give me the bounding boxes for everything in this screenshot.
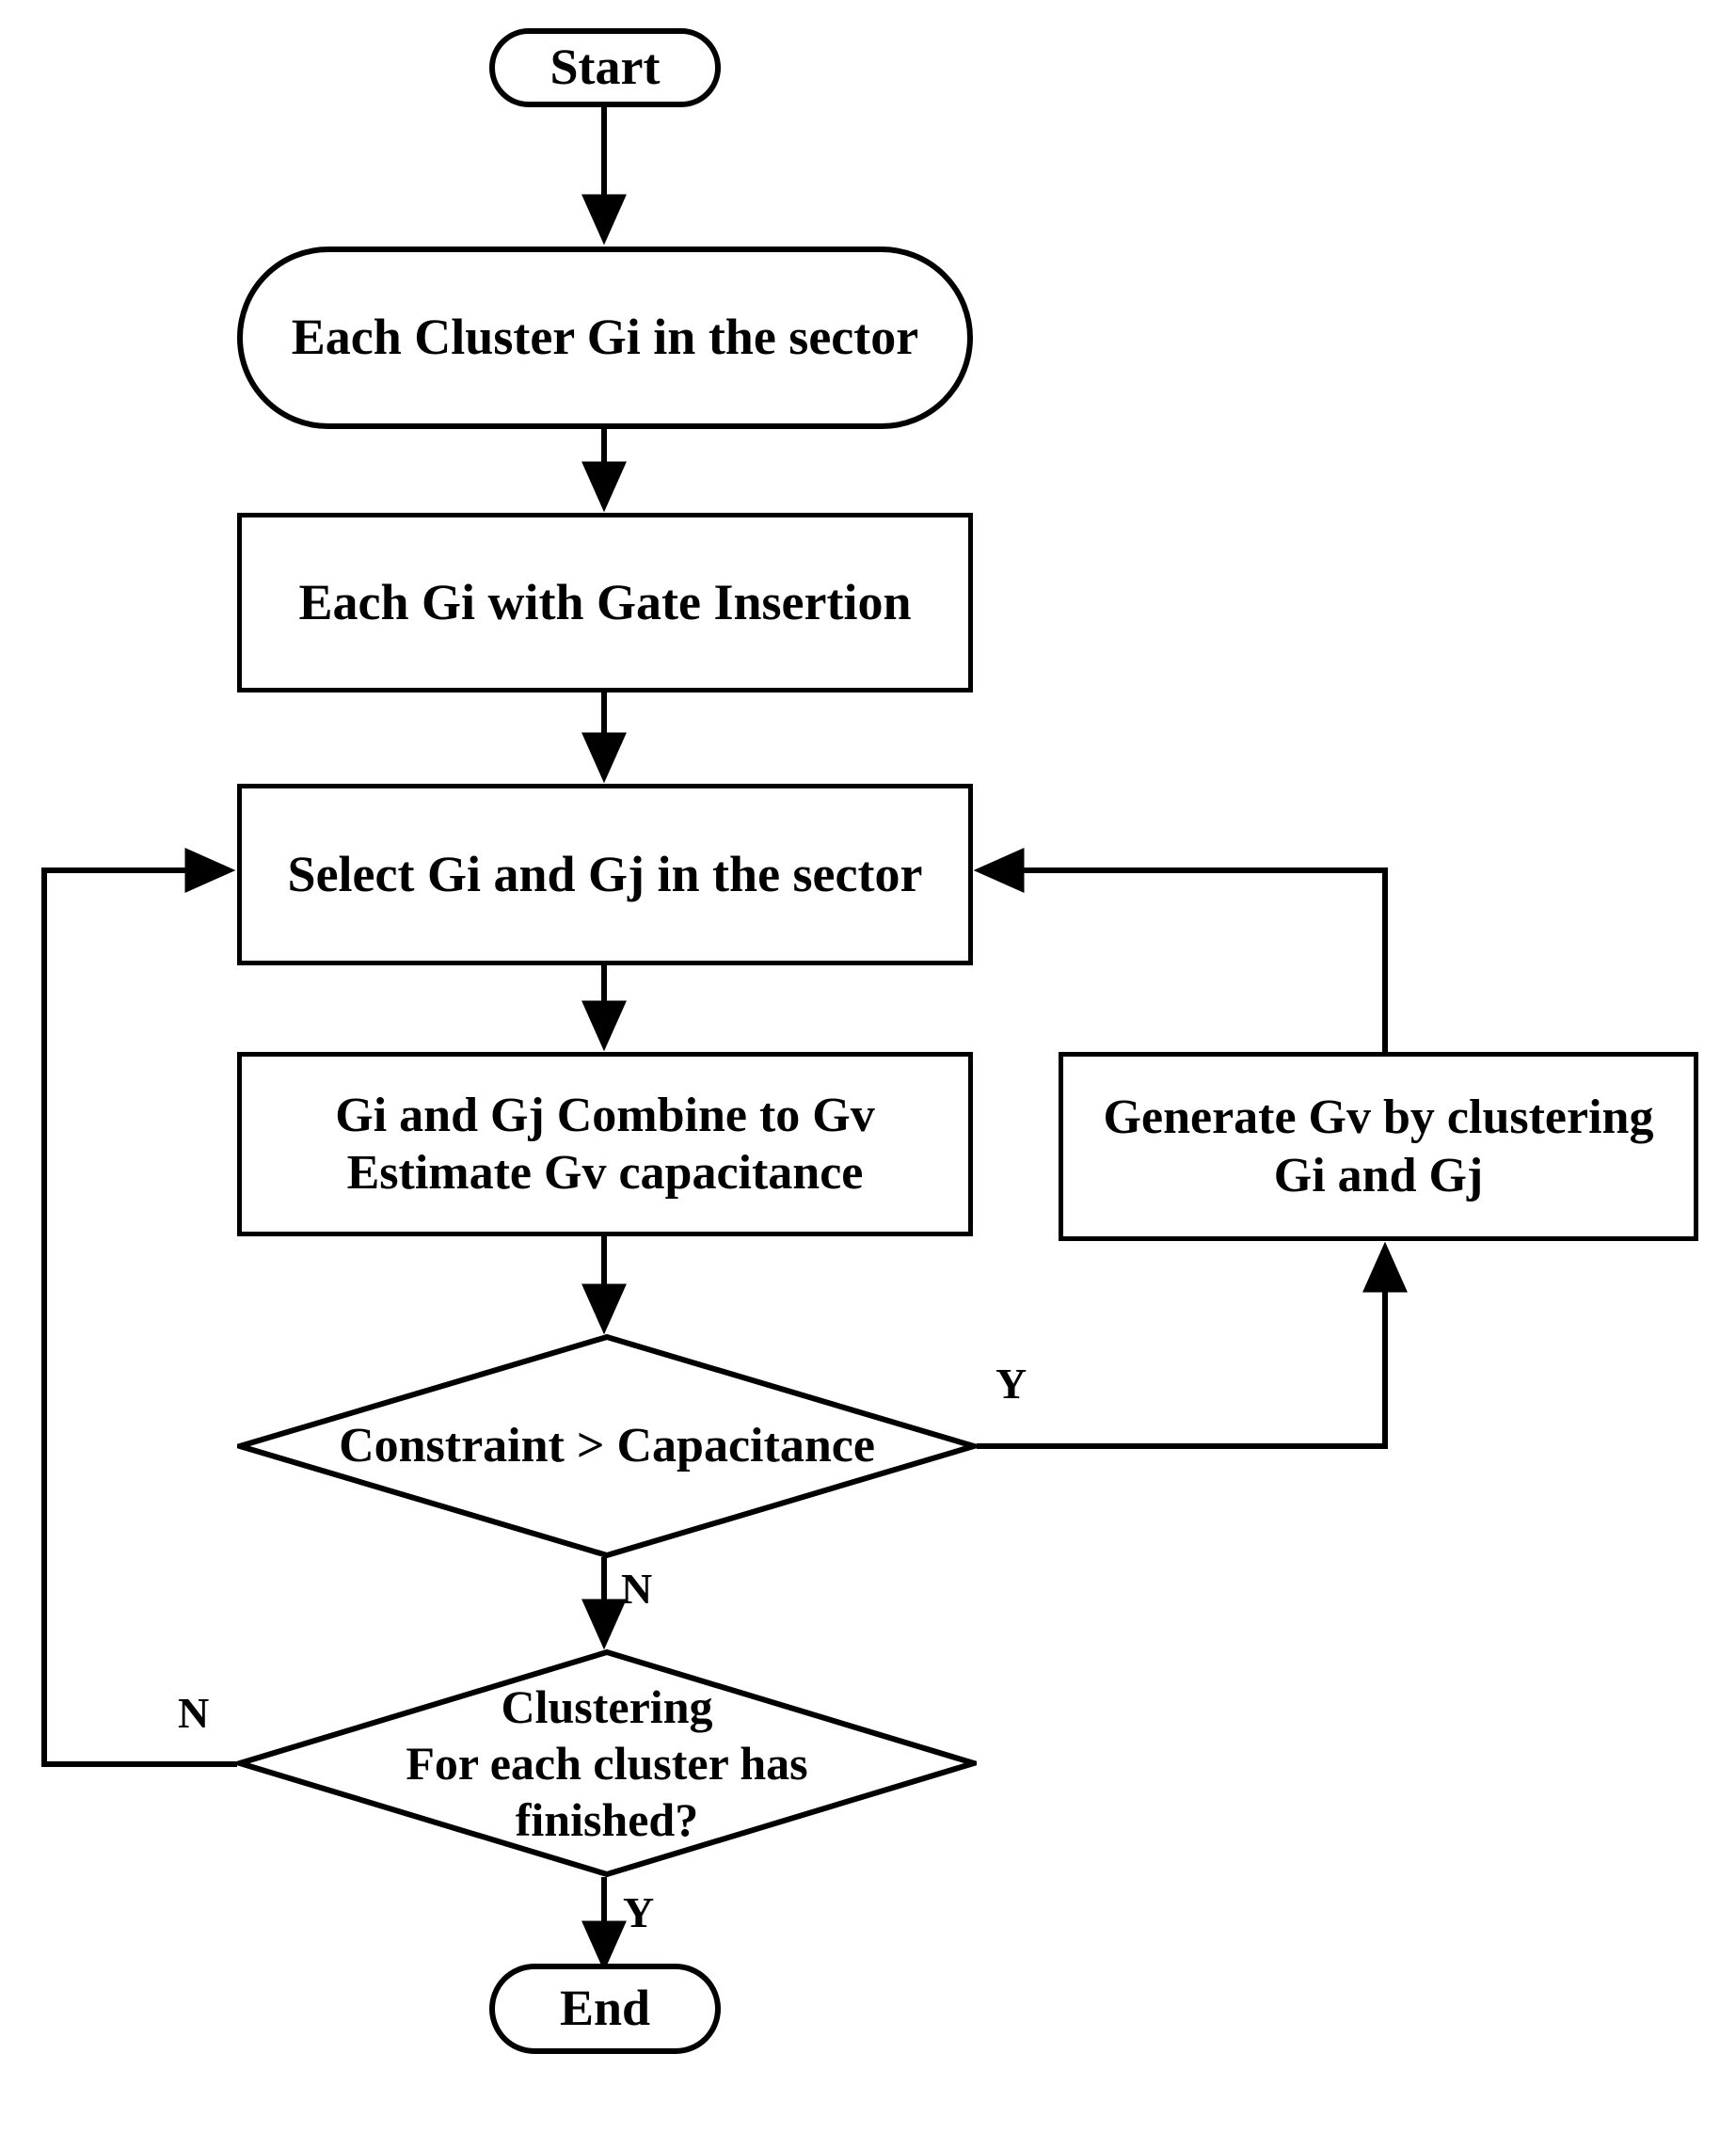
edge-label-finished-yes: Y	[623, 1888, 655, 1936]
finished-diamond-shape	[237, 1649, 977, 1877]
node-constraint[interactable]: Constraint > Capacitance	[237, 1334, 977, 1558]
node-generate-label: Generate Gv by clustering Gi and Gj	[1103, 1090, 1654, 1202]
edge-label-finished-no: N	[178, 1689, 210, 1737]
node-gate-insertion-label: Each Gi with Gate Insertion	[298, 573, 912, 630]
node-gate-insertion[interactable]: Each Gi with Gate Insertion	[237, 513, 973, 692]
node-combine-label: Gi and Gj Combine to Gv Estimate Gv capa…	[335, 1088, 875, 1200]
edge-generate-to-select	[973, 848, 1388, 1052]
edge-label-constraint-no: N	[621, 1565, 653, 1613]
node-generate[interactable]: Generate Gv by clustering Gi and Gj	[1059, 1052, 1698, 1241]
node-combine[interactable]: Gi and Gj Combine to Gv Estimate Gv capa…	[237, 1052, 973, 1236]
node-end-label: End	[559, 1980, 651, 2037]
node-finished-label: Clustering For each cluster has finished…	[406, 1680, 808, 1846]
node-each-cluster-label: Each Cluster Gi in the sector	[291, 309, 919, 366]
edge-label-constraint-yes: Y	[995, 1360, 1027, 1408]
constraint-diamond-shape	[237, 1334, 977, 1558]
node-end[interactable]: End	[489, 1964, 721, 2054]
node-constraint-label: Constraint > Capacitance	[339, 1418, 875, 1472]
node-start-label: Start	[549, 39, 661, 96]
node-select[interactable]: Select Gi and Gj in the sector	[237, 784, 973, 965]
node-finished[interactable]: Clustering For each cluster has finished…	[237, 1649, 977, 1877]
node-start[interactable]: Start	[489, 28, 721, 107]
edge-finished-no-to-select	[41, 848, 237, 1767]
edge-constraint-yes-to-generate	[977, 1241, 1408, 1449]
node-each-cluster[interactable]: Each Cluster Gi in the sector	[237, 247, 973, 429]
node-select-label: Select Gi and Gj in the sector	[287, 845, 923, 902]
